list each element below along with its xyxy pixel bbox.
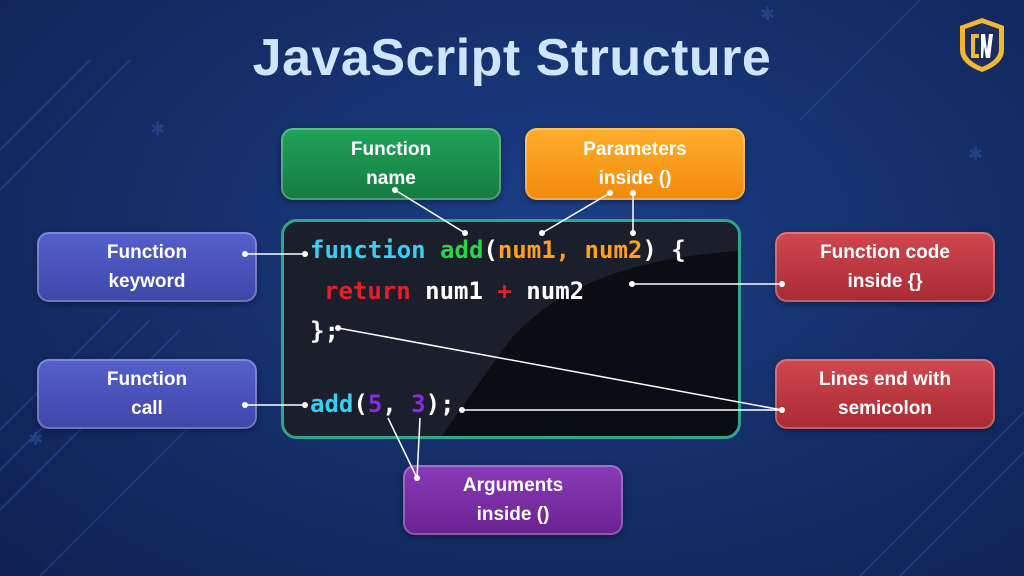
label-line: Function code [820,242,950,263]
label-line: Arguments [462,475,564,496]
code-line-4: add(5, 3); [310,390,455,418]
page-title: JavaScript Structure [252,29,772,87]
code-operand-a: num1 [410,277,498,305]
label-line: semicolon [838,398,932,419]
code-line-2: return num1 + num2 [324,277,584,305]
svg-text:✱: ✱ [28,429,43,449]
parameters-label: Parameters inside () [525,128,745,200]
label-line: inside () [476,504,550,525]
label-line: inside () [598,168,672,189]
code-call-close: ); [425,390,455,418]
code-function-name: add [440,236,484,264]
code-function-keyword: function [310,236,426,264]
code-line-3: }; [310,317,339,345]
svg-text:✱: ✱ [150,119,165,139]
function-keyword-label: Function keyword [37,232,257,302]
code-return-keyword: return [324,277,411,305]
cw-logo-icon [960,18,1004,72]
code-argument-1: 5 [367,390,383,418]
code-closing-brace: }; [310,317,339,345]
label-line: inside {} [847,271,923,292]
label-line: Function [350,139,432,160]
code-open-paren: ( [483,236,498,264]
code-argument-2: 3 [411,390,426,418]
label-line: Function [106,242,188,263]
code-line-1: function add(num1, num2) { [310,236,686,264]
arguments-label: Arguments inside () [403,465,623,535]
label-line: keyword [108,271,186,292]
label-line: Lines end with [819,369,951,390]
svg-text:✱: ✱ [760,4,775,24]
code-close-brace-open: ) { [642,236,686,264]
svg-text:✱: ✱ [968,144,983,164]
code-panel: function add(num1, num2) { return num1 +… [281,219,741,439]
function-call-label: Function call [37,359,257,429]
label-line: Parameters [583,139,687,160]
function-code-label: Function code inside {} [775,232,995,302]
code-call-open-paren: ( [353,390,368,418]
code-parameters: num1, num2 [497,236,643,264]
label-line: name [366,168,416,189]
label-line: Function [106,369,188,390]
semicolon-label: Lines end with semicolon [775,359,995,429]
label-line: call [131,398,163,419]
function-name-label: Function name [281,128,501,200]
code-argument-comma: , [382,390,412,418]
code-plus-operator: + [497,277,512,305]
code-call-name: add [310,390,354,418]
code-operand-b: num2 [511,277,585,305]
